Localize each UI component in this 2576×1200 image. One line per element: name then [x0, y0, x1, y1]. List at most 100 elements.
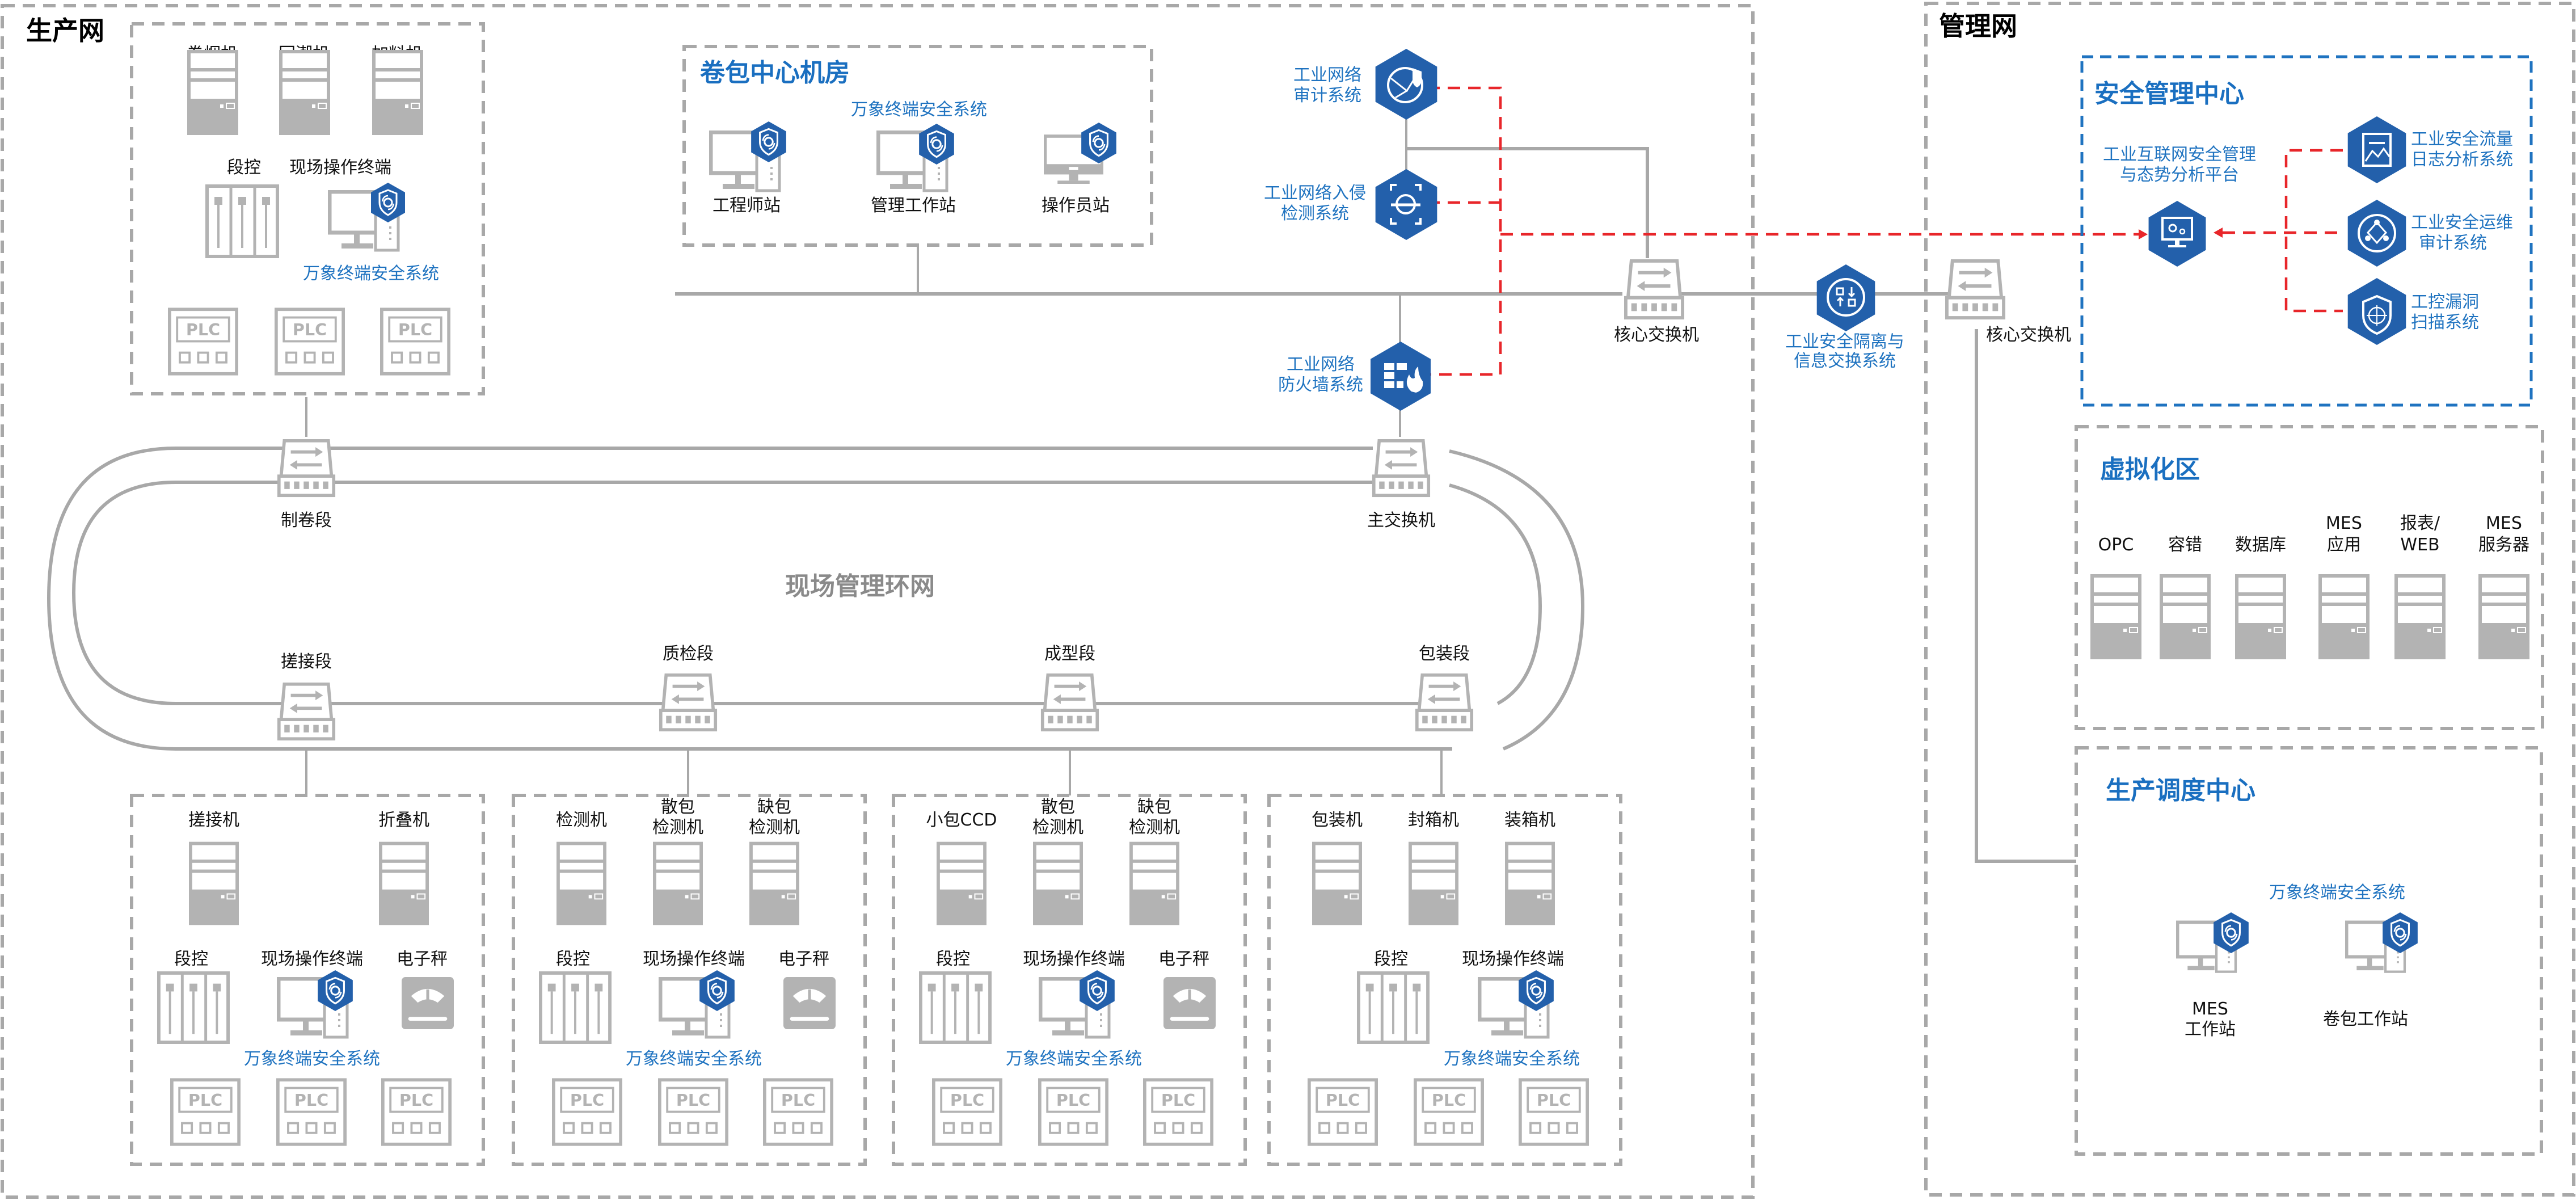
machine[interactable]: 封箱机	[1408, 810, 1459, 925]
server-icon	[1409, 841, 1458, 925]
plc-icon	[1040, 1080, 1107, 1144]
main-switch-icon[interactable]	[1374, 441, 1428, 495]
core-switch-left-icon[interactable]	[1626, 261, 1683, 318]
roll-pack-center-room: 卷包中心机房 万象终端安全系统 工程师站 管理工作站 操作员站	[682, 45, 1153, 247]
qc-section-switch-icon[interactable]	[661, 675, 715, 730]
core-switch-left-label: 核心交换机	[1614, 325, 1699, 345]
packing-section-switch-icon[interactable]	[1417, 675, 1472, 730]
vuln-scan-system[interactable]: 工控漏洞 扫描系统	[2347, 278, 2479, 345]
chart-monitor-icon	[2362, 133, 2392, 167]
traffic-log-system[interactable]: 工业安全流量 日志分析系统	[2347, 116, 2513, 183]
plc-icon	[383, 1080, 450, 1144]
system-label: 扫描系统	[2411, 313, 2479, 332]
globe-icon	[1387, 67, 1423, 103]
plc-icon	[660, 1080, 727, 1144]
dispatch-center-title: 生产调度中心	[2106, 776, 2255, 805]
machine-label: 装箱机	[1504, 810, 1555, 830]
group-border	[2075, 425, 2544, 730]
server-icon	[2160, 574, 2211, 659]
segment-group: 搓接机折叠机段控现场操作终端电子秤万象终端安全系统	[130, 794, 485, 1166]
scale-icon	[783, 977, 836, 1029]
gateway-label: 信息交换系统	[1794, 351, 1896, 371]
hex-badge	[1375, 49, 1437, 120]
system-label: 审计系统	[2419, 233, 2487, 253]
roll-section-label: 制卷段	[281, 511, 332, 530]
server-icon	[937, 841, 986, 925]
section-control-rack-icon	[921, 973, 990, 1042]
virtual-server[interactable]: OPC	[2090, 535, 2141, 659]
virtual-server[interactable]: 报表/WEB	[2394, 513, 2446, 659]
production-dispatch-center: 生产调度中心 万象终端安全系统 MES 工作站 卷包工作站	[2075, 746, 2543, 1156]
plc-icon	[1520, 1080, 1587, 1144]
group-border	[892, 794, 1247, 1166]
server-label: MES	[2486, 513, 2522, 533]
endpoint-security-label: 万象终端安全系统	[2269, 883, 2405, 903]
field-ring-network: 现场管理环网	[47, 397, 1585, 795]
station-label: 管理工作站	[871, 196, 956, 216]
plc-icon	[934, 1080, 1001, 1144]
machine[interactable]: 包装机	[1312, 810, 1363, 925]
qc-section-label: 质检段	[663, 644, 714, 664]
field-terminal-label: 现场操作终端	[261, 949, 363, 969]
firewall-icon	[1384, 363, 1423, 393]
splice-section-switch-icon[interactable]	[279, 684, 334, 739]
endpoint-security-label: 万象终端安全系统	[1006, 1049, 1142, 1069]
plc-icon	[1145, 1080, 1212, 1144]
core-switch-right-icon[interactable]	[1947, 261, 2004, 318]
isolation-gateway[interactable]: 工业安全隔离与 信息交换系统	[1785, 264, 1904, 371]
audit-system[interactable]: 工业网络 审计系统	[1293, 49, 1437, 120]
core-switch-right-label: 核心交换机	[1986, 325, 2071, 345]
segment-group: 检测机散包检测机缺包检测机段控现场操作终端电子秤万象终端安全系统	[512, 794, 867, 1166]
machine[interactable]: 小包CCD	[926, 810, 997, 925]
station-label: MES	[2192, 999, 2228, 1019]
virtual-server[interactable]: 数据库	[2235, 535, 2286, 659]
exchange-icon	[1827, 278, 1865, 317]
station-label: 卷包工作站	[2323, 1009, 2408, 1029]
server-label: 服务器	[2478, 535, 2529, 555]
situation-platform[interactable]	[2148, 201, 2206, 267]
machine-label: 检测机	[1129, 818, 1180, 837]
machine[interactable]: 检测机	[556, 810, 607, 925]
main-switch-label: 主交换机	[1367, 511, 1435, 530]
audit-label: 工业网络	[1293, 65, 1361, 85]
top-left-machine-group: 卷烟机 回潮机 加料机 段控 现场操作终端 万象终端安全系统	[130, 22, 485, 395]
server-icon	[1505, 841, 1555, 925]
audit-label: 审计系统	[1293, 86, 1361, 106]
machine-label: 散包	[1041, 797, 1075, 817]
virtual-server[interactable]: 容错	[2160, 535, 2211, 659]
server-label: WEB	[2400, 535, 2439, 555]
section-control-label: 段控	[556, 949, 590, 969]
scale-label: 电子秤	[1158, 949, 1209, 969]
forming-section-switch-icon[interactable]	[1043, 675, 1097, 730]
firewall-system[interactable]: 工业网络 防火墙系统	[1278, 342, 1431, 411]
section-control-label: 段控	[936, 949, 970, 969]
server-icon	[1129, 841, 1179, 925]
machine[interactable]: 折叠机	[378, 810, 429, 925]
plc-icon	[1415, 1080, 1482, 1144]
roll-section-switch-icon[interactable]	[279, 441, 334, 495]
server-label: OPC	[2098, 535, 2134, 555]
server-icon	[749, 841, 799, 925]
machine[interactable]: 装箱机	[1504, 810, 1555, 925]
server-icon	[1033, 841, 1083, 925]
server-icon	[379, 841, 429, 925]
roll-pack-center-title: 卷包中心机房	[700, 58, 850, 87]
server-label: 应用	[2327, 535, 2361, 555]
endpoint-security-label: 万象终端安全系统	[851, 100, 987, 120]
server-icon	[2478, 574, 2529, 659]
machine[interactable]: 搓接机	[188, 810, 239, 925]
ids-system[interactable]: 工业网络入侵 检测系统	[1264, 169, 1437, 240]
scale-label: 电子秤	[778, 949, 829, 969]
machine-label: 散包	[661, 797, 695, 817]
ring-inner-link	[71, 481, 1542, 705]
group-border	[1267, 794, 1622, 1166]
group-border	[130, 22, 485, 395]
ops-audit-system[interactable]: 工业安全运维 审计系统	[2347, 200, 2513, 267]
